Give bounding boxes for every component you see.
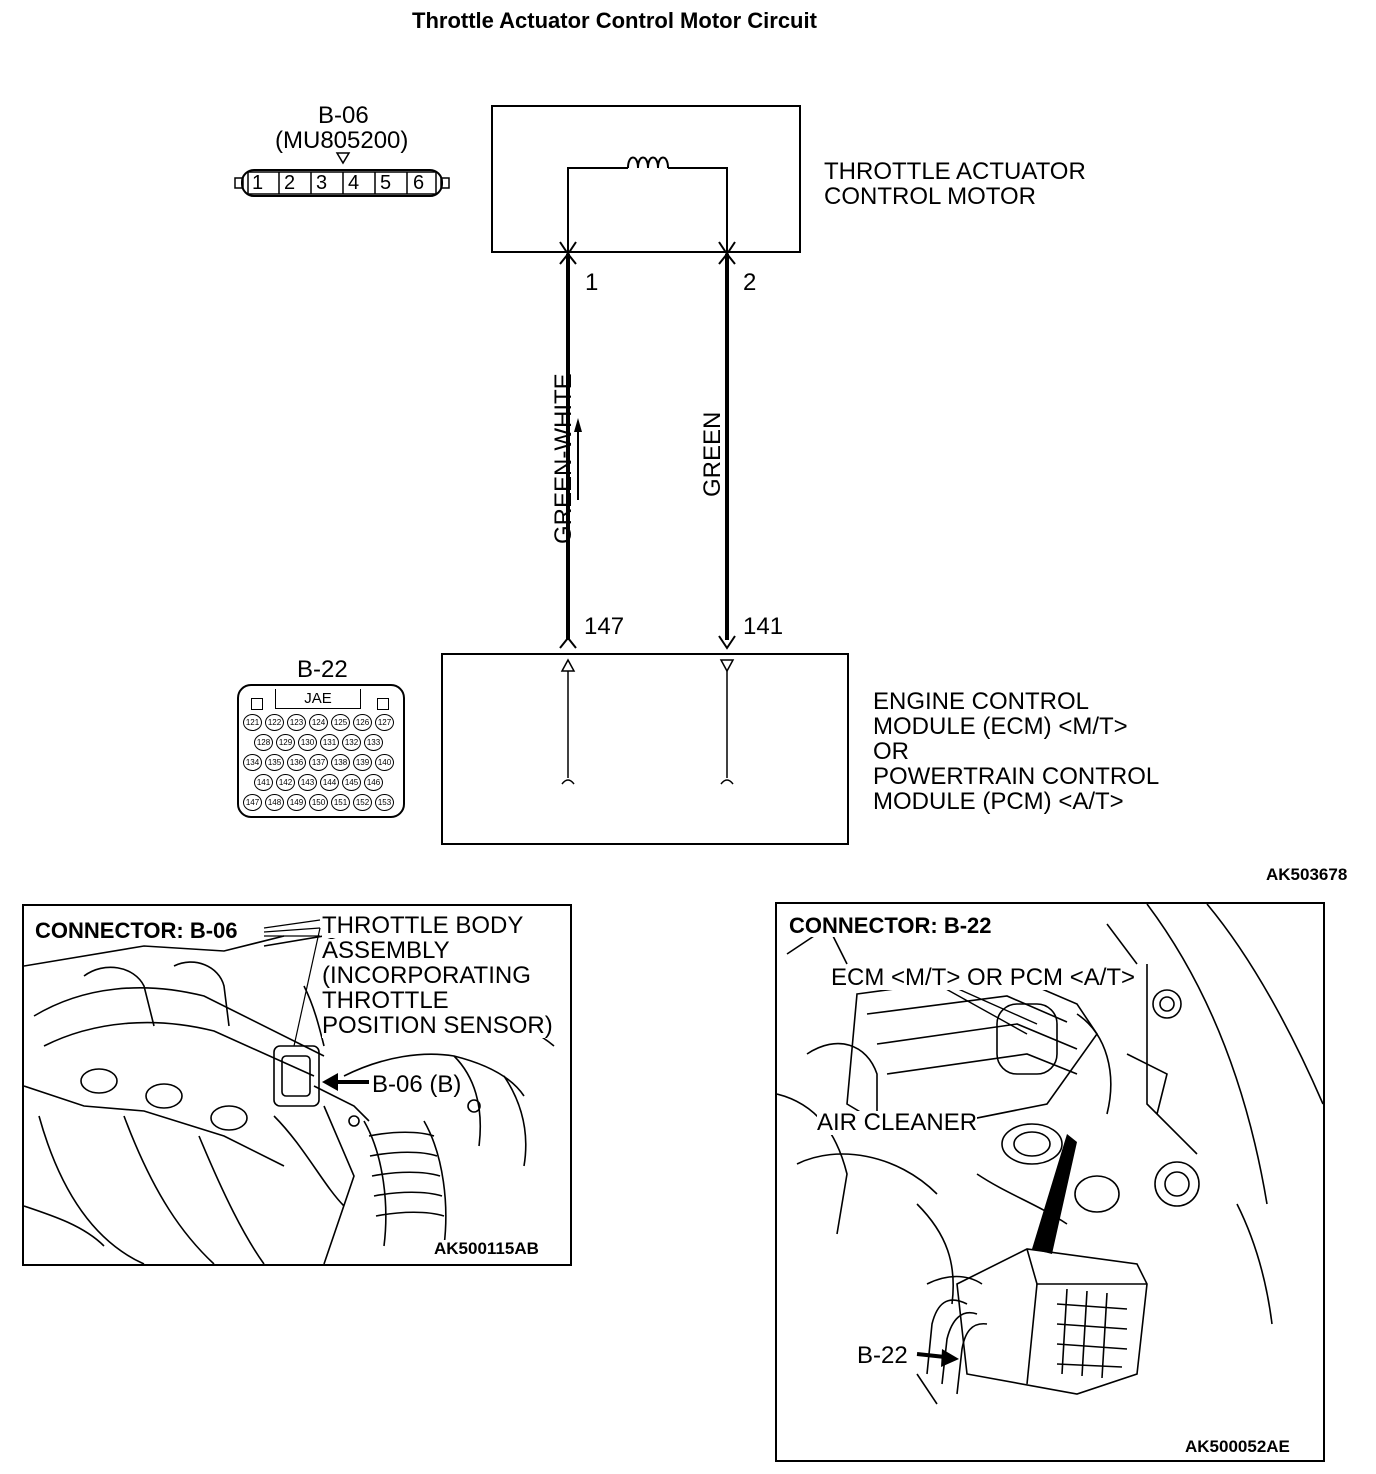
b22-pin: 139	[353, 754, 372, 771]
callout-line-4: THROTTLE	[322, 987, 449, 1014]
diagram-ref: AK503678	[1266, 865, 1348, 884]
ecm-box	[441, 653, 849, 845]
page-title: Throttle Actuator Control Motor Circuit	[412, 8, 817, 33]
b22-pin: 130	[298, 734, 317, 751]
engine-bay-illustration	[777, 904, 1323, 1405]
b22-pin: 134	[243, 754, 262, 771]
ecm-pin-141: 141	[743, 613, 784, 640]
b06-pin: 6	[413, 172, 425, 194]
panel-left-ref: AK500115AB	[434, 1239, 539, 1258]
b22-pin: 124	[309, 714, 328, 731]
ecm-output-icon	[719, 659, 735, 673]
b22-pin: 151	[331, 794, 350, 811]
connector-b06-icon	[234, 152, 450, 197]
b22-pin: 138	[331, 754, 350, 771]
b22-pin: 128	[254, 734, 273, 751]
wire-color-green-white: GREEN-WHITE	[550, 373, 577, 544]
ecm-label-line2: MODULE (ECM) <M/T>	[873, 713, 1128, 740]
b06-pin: 4	[348, 172, 360, 194]
b22-pin: 123	[287, 714, 306, 731]
ecm-label-line1: ENGINE CONTROL	[873, 688, 1090, 715]
b22-pin: 152	[353, 794, 372, 811]
ecm-input-icon	[560, 658, 576, 672]
b22-pin: 121	[243, 714, 262, 731]
b22-pin: 136	[287, 754, 306, 771]
ecm-pin-147: 147	[584, 613, 625, 640]
pointer-label-b22: B-22	[857, 1342, 908, 1369]
engine-bay-illustration	[24, 919, 555, 1264]
b22-pin: 127	[375, 714, 394, 731]
motor-label-line1: THROTTLE ACTUATOR	[824, 158, 1086, 185]
b22-pin: 149	[287, 794, 306, 811]
b06-pin: 5	[380, 172, 392, 194]
motor-label-line2: CONTROL MOTOR	[824, 183, 1037, 210]
b06-pin: 2	[284, 172, 296, 194]
pointer-label-b06: B-06 (B)	[372, 1071, 462, 1098]
connector-b06-name: B-06	[318, 102, 369, 129]
b22-pin: 122	[265, 714, 284, 731]
motor-wire-right	[668, 167, 728, 252]
b22-pin: 153	[375, 794, 394, 811]
b22-pin: 135	[265, 754, 284, 771]
ecm-label-line4: POWERTRAIN CONTROL	[873, 763, 1160, 790]
wire-color-green: GREEN	[699, 411, 726, 497]
b22-pin: 141	[254, 774, 273, 791]
air-cleaner-label: AIR CLEANER	[817, 1109, 978, 1136]
callout-line-2: ASSEMBLY	[322, 937, 450, 964]
motor-pin-2: 2	[743, 269, 757, 296]
b22-pin: 137	[309, 754, 328, 771]
panel-left-heading: CONNECTOR: B-06	[35, 918, 238, 943]
motor-pin-1: 1	[585, 269, 599, 296]
b22-pin: 144	[320, 774, 339, 791]
b22-pin: 143	[298, 774, 317, 791]
b22-pin: 133	[364, 734, 383, 751]
circuit-schematic	[441, 105, 849, 845]
b22-pin: 147	[243, 794, 262, 811]
panel-right-ref: AK500052AE	[1185, 1437, 1290, 1456]
connector-b06-part-number: (MU805200)	[275, 127, 409, 154]
module-pointer-icon	[1032, 1134, 1077, 1254]
b22-pin: 125	[331, 714, 350, 731]
ecm-label-line5: MODULE (PCM) <A/T>	[873, 788, 1124, 815]
panel-right-heading: CONNECTOR: B-22	[789, 913, 992, 938]
ecm-pcm-label: ECM <M/T> OR PCM <A/T>	[831, 964, 1136, 991]
b22-pin: 131	[320, 734, 339, 751]
ecm-label-line3: OR	[873, 738, 909, 765]
connector-b22-maker: JAE	[275, 689, 361, 709]
motor-wire-left	[567, 167, 628, 252]
callout-line-1: THROTTLE BODY	[322, 912, 524, 939]
b22-pin: 150	[309, 794, 328, 811]
panel-connector-b22: CONNECTOR: B-22 ECM <M/T> OR PCM <A/T> A…	[775, 902, 1325, 1462]
motor-coil-icon	[627, 156, 669, 169]
ecm-ground-icon	[561, 779, 575, 785]
b22-pin: 145	[342, 774, 361, 791]
motor-box	[491, 105, 801, 253]
panel-connector-b06: CONNECTOR: B-06 THROTTLE BODY ASSEMBLY (…	[22, 904, 572, 1266]
b06-pin: 1	[252, 172, 264, 194]
b06-pin: 3	[316, 172, 328, 194]
b22-pin: 140	[375, 754, 394, 771]
b22-pin: 142	[276, 774, 295, 791]
ecm-ground-icon	[720, 779, 734, 785]
b22-pin: 146	[364, 774, 383, 791]
connector-b22-name: B-22	[297, 656, 348, 683]
b22-pin: 148	[265, 794, 284, 811]
b22-pin: 129	[276, 734, 295, 751]
callout-line-3: (INCORPORATING	[322, 962, 531, 989]
b22-pin: 126	[353, 714, 372, 731]
callout-line-5: POSITION SENSOR)	[322, 1012, 553, 1039]
b22-pin: 132	[342, 734, 361, 751]
